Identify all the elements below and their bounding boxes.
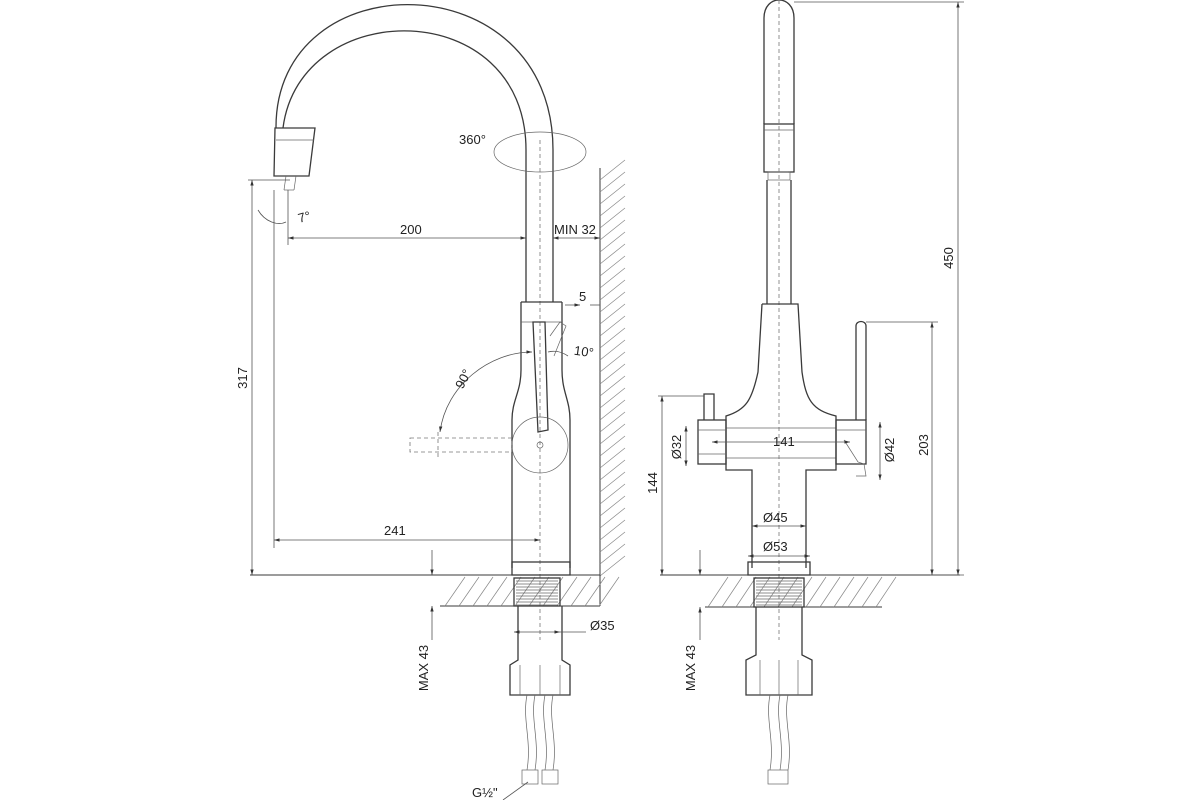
faucet-body-side	[409, 301, 571, 576]
label-thread-g12: G½"	[472, 785, 498, 800]
label-offset-5: 5	[579, 289, 586, 304]
label-height-144: 144	[645, 472, 660, 494]
countertop-left	[250, 574, 620, 607]
front-dimension-lines	[658, 1, 964, 640]
mounting-thread-front	[745, 577, 813, 785]
countertop-right	[660, 574, 960, 608]
label-diameter-32: Ø32	[669, 435, 684, 460]
label-rotation-360: 360°	[459, 132, 486, 147]
wall-hatching	[599, 159, 626, 577]
faucet-body-front	[697, 303, 867, 576]
label-reach-200: 200	[400, 222, 422, 237]
label-max-43-left: MAX 43	[416, 645, 431, 691]
label-diameter-53: Ø53	[763, 539, 788, 554]
label-swing-90: 90°	[452, 367, 474, 391]
front-view: 450 203 141 Ø32 Ø42 144 Ø45 Ø53 MAX 43	[645, 0, 964, 785]
spout-gooseneck-side	[273, 4, 587, 640]
side-view: 360° 7° 200 MIN 32 5 10° 90° 317 241 Ø35…	[235, 4, 626, 800]
label-total-height-450: 450	[941, 247, 956, 269]
label-spout-angle-7: 7°	[296, 208, 312, 226]
side-dimension-lines	[248, 179, 600, 800]
label-spacing-141: 141	[773, 434, 795, 449]
label-diameter-42: Ø42	[882, 438, 897, 463]
mounting-thread-side	[509, 577, 571, 785]
spout-front	[763, 0, 795, 640]
label-tilt-10: 10°	[573, 343, 595, 361]
label-max-43-right: MAX 43	[683, 645, 698, 691]
label-reach-241: 241	[384, 523, 406, 538]
label-diameter-35: Ø35	[590, 618, 615, 633]
label-handle-height-203: 203	[916, 434, 931, 456]
label-height-317: 317	[235, 367, 250, 389]
label-min-32: MIN 32	[554, 222, 596, 237]
label-diameter-45: Ø45	[763, 510, 788, 525]
